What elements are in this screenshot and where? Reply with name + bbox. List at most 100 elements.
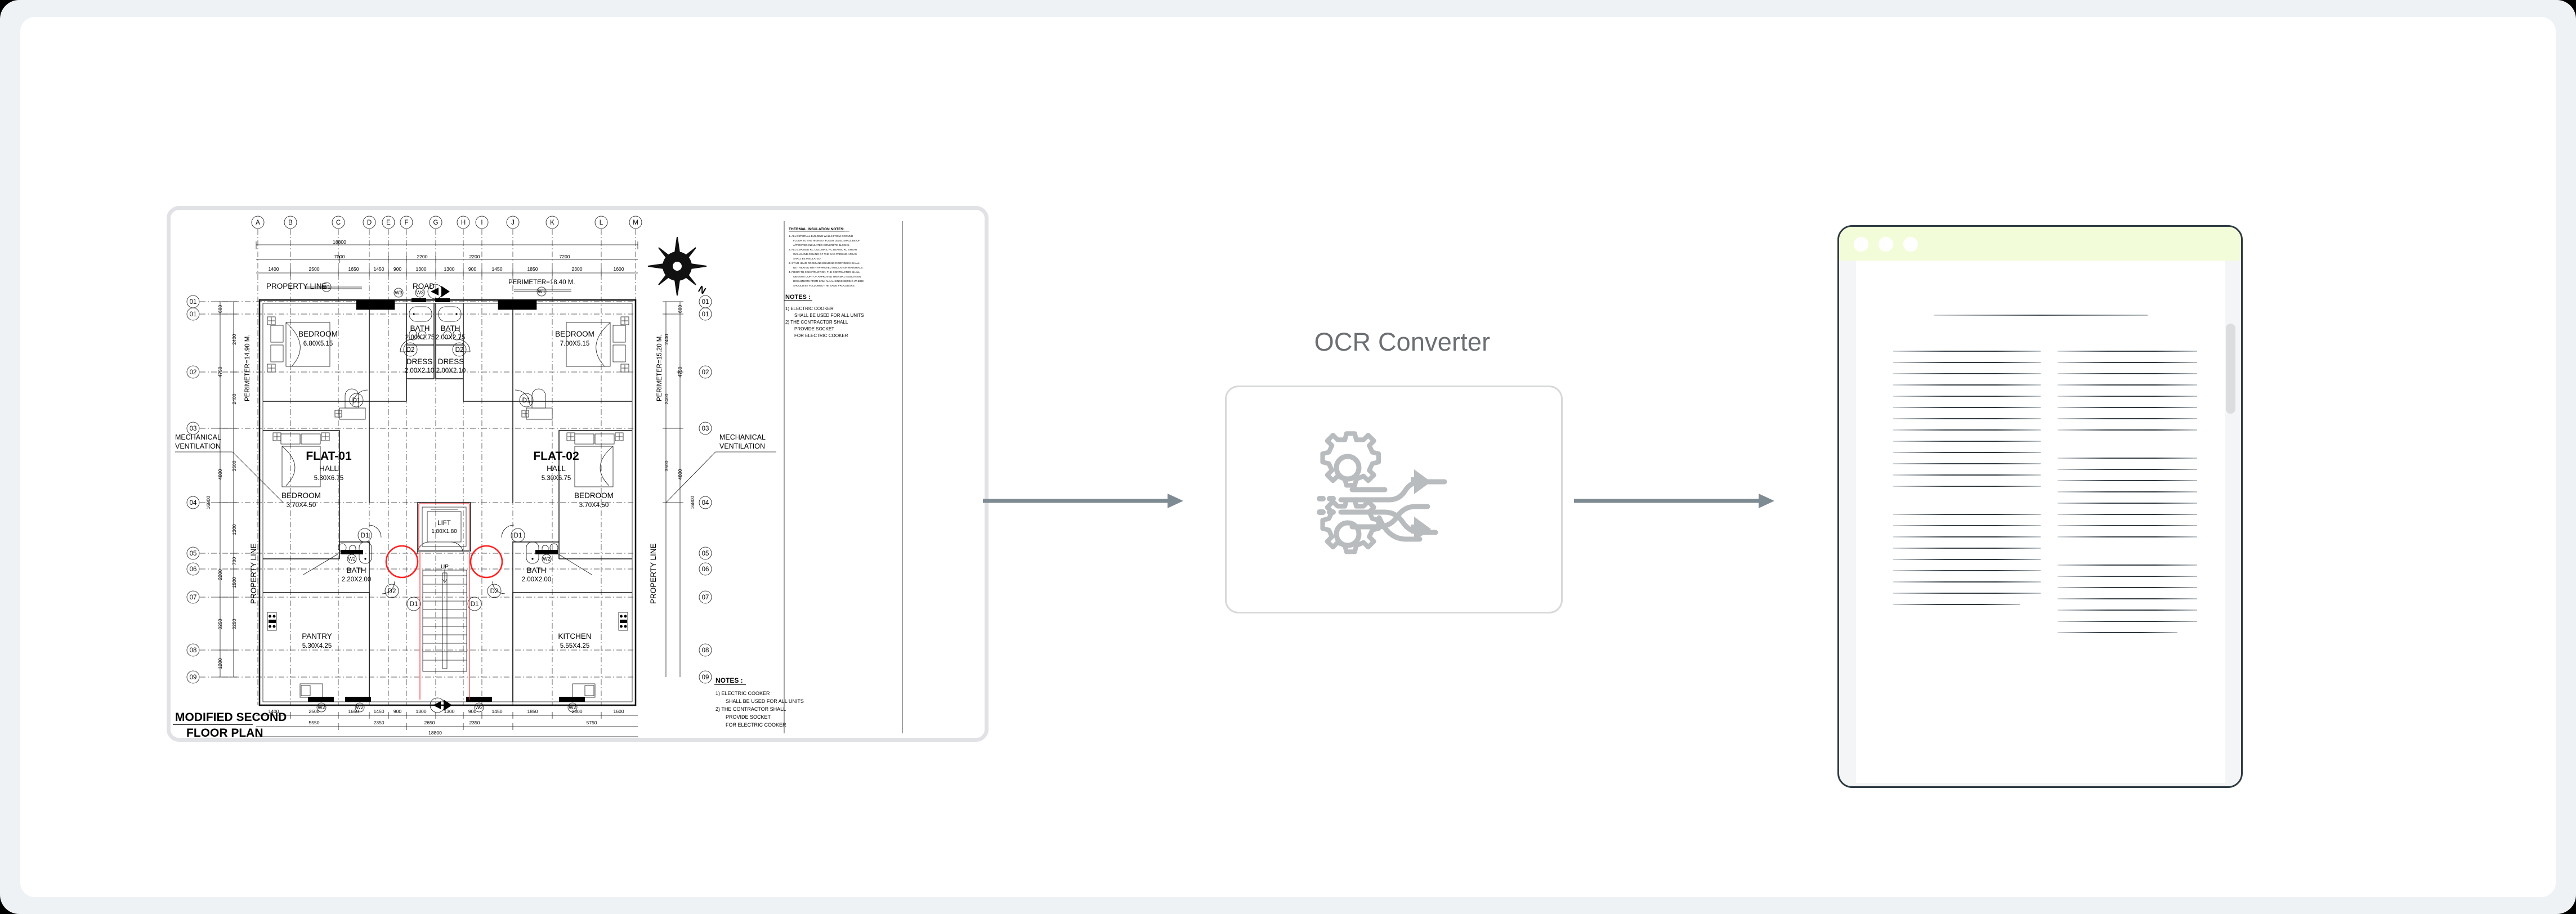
document-text-line xyxy=(2058,418,2197,419)
document-text-line xyxy=(1893,407,2041,408)
main-canvas-card: .ln{stroke:#111;fill:none;} .thin{stroke… xyxy=(20,17,2556,897)
svg-text:3250: 3250 xyxy=(217,619,223,629)
svg-text:W2: W2 xyxy=(348,556,356,562)
document-text-line xyxy=(1893,396,2041,397)
svg-text:1) ELECTRIC COOKER: 1) ELECTRIC COOKER xyxy=(715,691,770,696)
svg-text:3500: 3500 xyxy=(664,460,669,471)
svg-text:1600: 1600 xyxy=(613,709,624,714)
svg-text:3.70X4.50: 3.70X4.50 xyxy=(579,502,609,509)
svg-text:07: 07 xyxy=(190,594,197,601)
document-text-line xyxy=(2058,458,2197,459)
svg-text:1. ALL EXTERNAL BUILDING WALLS: 1. ALL EXTERNAL BUILDING WALLS FROM GROU… xyxy=(789,235,853,238)
bed-lower-right xyxy=(566,432,624,487)
svg-text:1300: 1300 xyxy=(444,709,454,714)
svg-text:09: 09 xyxy=(190,674,197,681)
svg-text:2300: 2300 xyxy=(571,266,582,272)
bed-lower-left xyxy=(272,432,330,487)
svg-text:2) THE CONTRACTOR SHALL: 2) THE CONTRACTOR SHALL xyxy=(785,320,848,325)
svg-text:I: I xyxy=(481,219,482,226)
svg-text:5.30X4.25: 5.30X4.25 xyxy=(302,643,332,649)
bed-upper-right xyxy=(566,316,629,373)
document-text-line xyxy=(1893,429,2041,431)
label-perimeter-top-right: PERIMETER=18.40 M. xyxy=(508,279,575,286)
svg-text:PROVIDE SOCKET: PROVIDE SOCKET xyxy=(726,714,771,720)
svg-text:THERMAL INSULATION NOTES:: THERMAL INSULATION NOTES: xyxy=(789,227,844,231)
section-marker-top xyxy=(427,284,450,299)
document-text-line xyxy=(2058,396,2197,397)
svg-text:APPROVED INSULATED CONCRETE BL: APPROVED INSULATED CONCRETE BLOCKS. xyxy=(793,244,850,247)
svg-text:D1: D1 xyxy=(361,532,369,539)
document-text-line xyxy=(2058,598,2197,599)
svg-text:2500: 2500 xyxy=(308,709,319,714)
svg-text:1) ELECTRIC COOKER: 1) ELECTRIC COOKER xyxy=(785,306,834,311)
svg-text:FOR ELECTRIC COOKER: FOR ELECTRIC COOKER xyxy=(794,333,848,338)
svg-text:2200: 2200 xyxy=(417,254,427,259)
svg-text:FOR ELECTRIC COOKER: FOR ELECTRIC COOKER xyxy=(726,722,786,728)
svg-text:1300: 1300 xyxy=(415,709,426,714)
svg-text:2300: 2300 xyxy=(571,709,582,714)
svg-text:FLOOR TO THE HIGHEST FLOOR LEV: FLOOR TO THE HIGHEST FLOOR LEVEL SHALL B… xyxy=(793,239,860,242)
svg-text:4800: 4800 xyxy=(217,469,223,480)
svg-text:MECHANICAL: MECHANICAL xyxy=(175,433,221,441)
document-text-line xyxy=(1893,362,2041,363)
document-text-line xyxy=(2058,536,2197,537)
document-text-column-left xyxy=(1893,351,2041,615)
document-paragraph-gap xyxy=(2058,441,2197,458)
window-dot-1[interactable] xyxy=(1854,237,1868,252)
document-text-line xyxy=(1893,474,2041,476)
svg-text:3500: 3500 xyxy=(231,460,237,471)
svg-text:01: 01 xyxy=(190,311,197,318)
svg-text:5.55X4.25: 5.55X4.25 xyxy=(560,643,589,649)
scrollbar-thumb[interactable] xyxy=(2226,324,2235,414)
svg-text:4750: 4750 xyxy=(217,366,223,377)
svg-text:1400: 1400 xyxy=(268,709,279,714)
document-text-line xyxy=(1893,525,2041,526)
scrollbar-track[interactable] xyxy=(2226,261,2239,783)
svg-text:1200: 1200 xyxy=(217,658,223,669)
converter-card[interactable] xyxy=(1225,386,1563,613)
label-property-line-right: PROPERTY LINE xyxy=(649,543,658,604)
svg-text:5.30X6.75: 5.30X6.75 xyxy=(542,475,571,482)
document-text-line xyxy=(2058,373,2197,374)
document-title-placeholder xyxy=(1934,315,2148,316)
svg-text:D2: D2 xyxy=(455,347,464,353)
svg-text:BATH: BATH xyxy=(440,324,460,333)
svg-text:08: 08 xyxy=(702,647,709,654)
hall-furniture xyxy=(334,388,553,420)
window-dot-3[interactable] xyxy=(1903,237,1918,252)
svg-text:1850: 1850 xyxy=(527,266,538,272)
bed-furniture-group xyxy=(267,316,629,487)
svg-text:2350: 2350 xyxy=(469,720,480,725)
svg-text:1300: 1300 xyxy=(415,266,426,272)
notes-panel: THERMAL INSULATION NOTES: 1. ALL EXTERNA… xyxy=(714,221,903,733)
interior-walls xyxy=(263,303,632,702)
svg-text:BEDROOM: BEDROOM xyxy=(281,491,321,500)
svg-text:7200: 7200 xyxy=(559,254,570,259)
document-output-preview[interactable] xyxy=(1837,225,2243,788)
label-road: ROAD xyxy=(413,282,435,290)
document-text-line xyxy=(1893,418,2041,419)
floor-plan-image[interactable]: .ln{stroke:#111;fill:none;} .thin{stroke… xyxy=(167,206,989,742)
svg-text:2.00X2.75: 2.00X2.75 xyxy=(436,334,465,341)
svg-text:W3: W3 xyxy=(416,290,424,295)
plan-title-block: MODIFIED SECOND FLOOR PLAN xyxy=(173,711,287,738)
svg-text:2200: 2200 xyxy=(217,569,223,580)
svg-text:WALLS AND CEILING OF THE CAR P: WALLS AND CEILING OF THE CAR PARKING ARE… xyxy=(793,253,857,256)
svg-text:SHALL BE USED FOR ALL UNI: SHALL BE USED FOR ALL UNITS xyxy=(726,698,804,704)
svg-text:H: H xyxy=(461,219,466,226)
svg-text:01: 01 xyxy=(190,299,197,306)
svg-text:DOCUMENTS FROM SAMI ALAALI ENG: DOCUMENTS FROM SAMI ALAALI ENGINEERING W… xyxy=(793,280,864,283)
svg-text:HALL: HALL xyxy=(547,464,566,473)
svg-text:09: 09 xyxy=(702,674,709,681)
svg-text:1650: 1650 xyxy=(348,266,359,272)
svg-text:BEDROOM: BEDROOM xyxy=(555,330,594,338)
grid-numbers-left: 01 01 02 03 04 05 06 07 08 09 xyxy=(186,295,200,684)
document-text-line xyxy=(1893,373,2041,374)
highlight-circles xyxy=(385,545,503,579)
svg-text:1650: 1650 xyxy=(348,709,359,714)
flat-02-label: FLAT-02 xyxy=(533,450,579,463)
window-dot-2[interactable] xyxy=(1879,237,1893,252)
svg-text:16800: 16800 xyxy=(205,496,211,509)
